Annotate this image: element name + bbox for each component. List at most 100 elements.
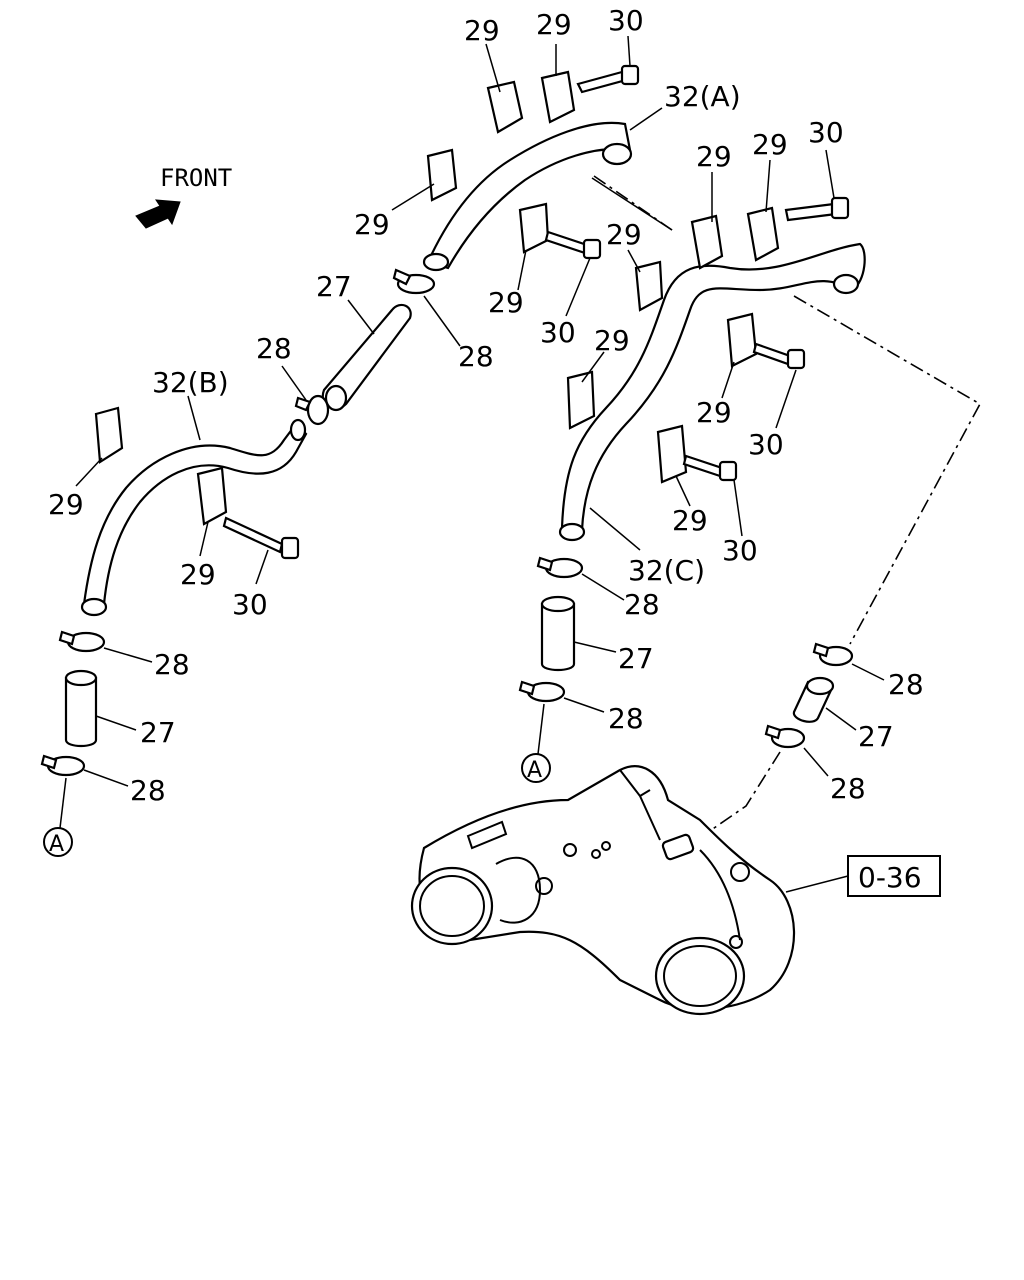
pipe-32b-end2 [289,418,307,442]
reference-marker [521,753,551,783]
hose-27-end [540,595,576,613]
leader [485,43,501,93]
leader [765,159,771,213]
clamp-28 [306,394,330,426]
hose-27 [64,676,98,748]
callout-29: 29 [48,488,84,521]
bracket-29 [94,406,124,464]
bolt-30-head [718,460,738,482]
leader [103,647,153,663]
clamp-28-tab [40,754,58,770]
bolt-30-head [786,348,806,370]
bolt-30-head [280,536,300,560]
bracket-29 [726,312,758,368]
leader [565,257,591,317]
leader [537,703,545,755]
leader [675,475,691,507]
reference-box [847,855,941,897]
callout-30: 30 [608,4,644,37]
hose-27 [540,602,576,672]
leader [721,361,735,399]
bracket-29 [566,370,596,430]
reference-marker [43,827,73,857]
leader [581,351,605,383]
leader [391,183,435,211]
bolt-30 [752,342,792,366]
pipe-32a-end [601,142,633,166]
leader [517,249,527,291]
bolt-30 [222,516,284,554]
callout-29: 29 [606,218,642,251]
callout-30: 30 [722,534,758,567]
bolt-30-head [830,196,850,220]
pipe-32c [560,242,866,532]
clamp-28-tab [294,396,312,412]
callout-28: 28 [130,774,166,807]
callout-32a: 32(A) [664,80,741,113]
link-line [593,175,673,231]
leader [95,715,137,731]
reference-marker-label: A [527,758,542,783]
bracket-29 [746,206,780,262]
leader [627,35,631,67]
clamp-28-tab [764,724,782,740]
callout-30: 30 [808,116,844,149]
callout-28: 28 [154,648,190,681]
link-line [793,295,982,645]
callout-28: 28 [888,668,924,701]
callout-32c: 32(C) [628,554,705,587]
leader [851,663,885,681]
callout-28: 28 [624,588,660,621]
hose-27-end [805,676,835,696]
callout-29: 29 [354,208,390,241]
callout-28: 28 [256,332,292,365]
housing-assembly [410,765,796,1016]
hose-27-end [64,669,98,687]
callout-27: 27 [858,720,894,753]
leader [83,769,129,787]
leader [423,295,461,347]
pipe-32c-end2 [832,273,860,295]
leader [75,457,103,487]
bracket-29 [518,202,550,254]
callout-29: 29 [696,396,732,429]
callout-29: 29 [594,324,630,357]
callout-27: 27 [316,270,352,303]
callout-27: 27 [618,642,654,675]
clamp-28-tab [536,556,554,572]
leader [627,249,641,273]
leader [581,573,625,601]
pipe-32b-end [80,597,108,617]
clamp-28-tab [392,268,412,286]
leader [199,521,209,557]
clamp-28-tab [58,630,76,646]
callout-28: 28 [608,702,644,735]
leader [803,747,829,777]
leader [785,875,849,893]
pipe-32a [426,121,632,270]
leader [281,365,307,401]
callout-29: 29 [180,558,216,591]
callout-30: 30 [232,588,268,621]
callout-30: 30 [540,316,576,349]
bracket-29 [540,70,576,124]
callout-28: 28 [458,340,494,373]
bracket-29 [486,80,524,134]
leader [775,369,797,429]
leader [629,107,663,131]
clamp-28-tab [518,680,536,696]
bracket-29 [196,466,228,526]
bracket-29 [426,148,458,202]
leader [347,299,375,335]
leader [733,479,743,537]
callout-29: 29 [536,8,572,41]
leader [825,707,857,731]
leader [589,507,641,551]
callout-27: 27 [140,716,176,749]
pipe-32c-end [558,522,586,542]
bolt-30-head [582,238,602,260]
bolt-30 [576,70,628,94]
callout-29: 29 [464,14,500,47]
callout-29: 29 [696,140,732,173]
